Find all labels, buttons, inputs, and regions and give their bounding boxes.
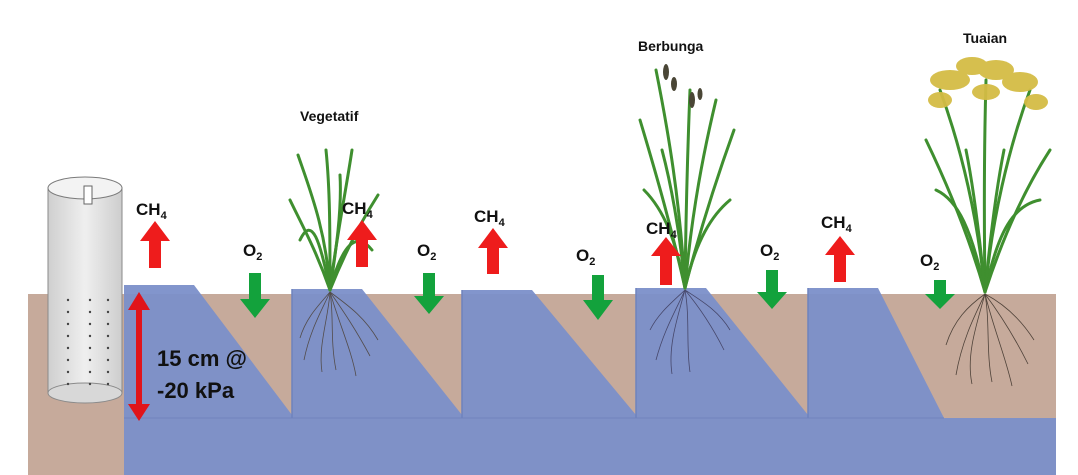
oxygen-label: O2: [243, 241, 262, 263]
methane-label: CH4: [342, 199, 374, 221]
depth-arrow-icon: [128, 292, 150, 421]
oxygen-arrow-icon: [925, 280, 955, 309]
methane-label: CH4: [821, 213, 853, 235]
oxygen-arrow-icon: [240, 273, 270, 318]
stage-label-vegetative: Vegetatif: [300, 108, 359, 124]
rice-plant-harvest-icon: [924, 57, 1052, 387]
oxygen-label: O2: [920, 251, 939, 273]
oxygen-label: O2: [417, 241, 436, 263]
stage-label-harvest: Tuaian: [963, 30, 1007, 46]
methane-label: CH4: [646, 219, 678, 241]
oxygen-arrow-icon: [583, 275, 613, 320]
plot-dividers: [124, 288, 944, 419]
stage-label-flowering: Berbunga: [638, 38, 704, 54]
oxygen-arrow-icon: [757, 270, 787, 309]
rice-plant-flowering-icon: [638, 64, 736, 375]
oxygen-label: O2: [760, 241, 779, 263]
methane-label: CH4: [474, 207, 506, 229]
oxygen-arrow-icon: [414, 273, 444, 314]
water-table: [124, 285, 1056, 475]
methane-arrow-icon: [140, 221, 170, 268]
methane-arrow-icon: [347, 220, 377, 267]
methane-arrow-icon: [478, 228, 508, 274]
oxygen-label: O2: [576, 246, 595, 268]
methane-label: CH4: [136, 200, 168, 222]
depth-label-line2: -20 kPa: [157, 378, 235, 403]
perforated-water-tube-icon: [47, 176, 123, 404]
methane-arrow-icon: [651, 237, 681, 285]
methane-arrow-icon: [825, 236, 855, 282]
depth-label-line1: 15 cm @: [157, 346, 247, 371]
